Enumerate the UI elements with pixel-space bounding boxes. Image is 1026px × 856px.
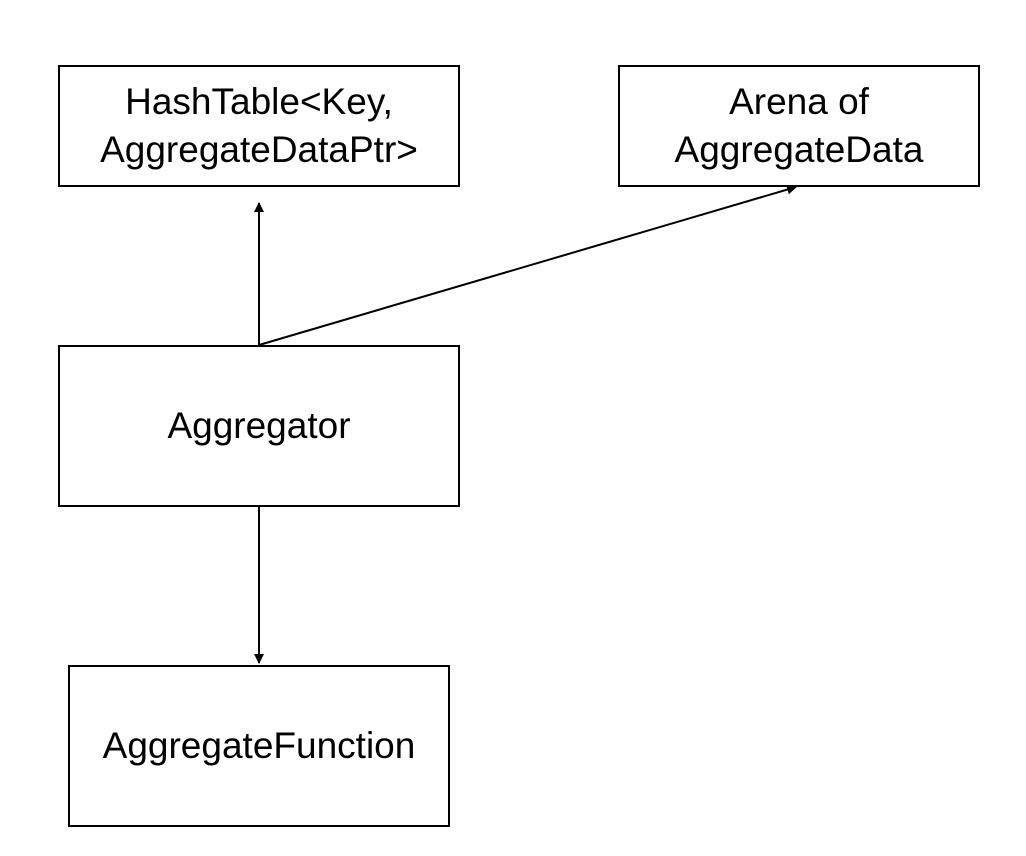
hashtable-label-line-1: HashTable<Key, <box>125 81 393 122</box>
arena-label-line-1: Arena of <box>729 81 869 122</box>
aggregator-label: Aggregator <box>167 405 351 446</box>
aggregator-node: Aggregator <box>58 345 460 507</box>
aggregate-function-node: AggregateFunction <box>68 665 450 827</box>
arena-node: Arena of AggregateData <box>618 65 980 187</box>
edge-aggregator-to-arena <box>258 184 797 346</box>
aggregate-function-label: AggregateFunction <box>102 725 416 766</box>
hashtable-node: HashTable<Key, AggregateDataPtr> <box>58 65 460 187</box>
arena-label-line-2: AggregateData <box>674 129 924 170</box>
hashtable-label-line-2: AggregateDataPtr> <box>100 129 418 170</box>
